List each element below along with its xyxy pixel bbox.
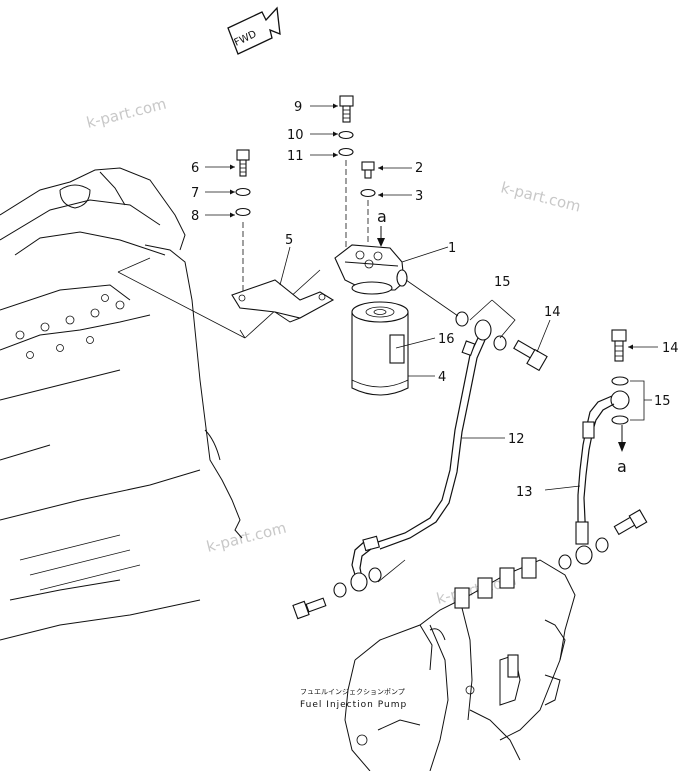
watermark-3: k-part.com: [205, 519, 289, 556]
watermarks: k-part.com k-part.com k-part.com k-part.…: [85, 95, 583, 608]
washer-part-7: [235, 187, 251, 197]
banjo-bolt-pump-inlet: [292, 597, 327, 620]
banjo-bolt-part-14-right: [611, 329, 627, 362]
washer-part-3: [360, 188, 376, 198]
washer-pump-return-2: [595, 537, 609, 553]
mounting-plane: [117, 257, 321, 339]
callout-11: 11: [287, 149, 304, 164]
callout-3: 3: [415, 189, 423, 204]
label-sticker-part-16: [389, 334, 405, 364]
filter-cartridge-part-4: [351, 301, 409, 396]
callout-9: 9: [294, 100, 302, 115]
fuel-hose-part-13: [575, 390, 630, 545]
pump-label-jp: フュエルインジェクションポンプ: [300, 688, 405, 696]
plug-part-2: [361, 161, 375, 179]
callout-15-right: 15: [654, 394, 671, 409]
callout-13: 13: [516, 485, 533, 500]
callout-7: 7: [191, 186, 199, 201]
washer-part-8: [235, 207, 251, 217]
washer-outlet-2: [493, 335, 507, 351]
pump-label-en: Fuel Injection Pump: [300, 700, 407, 710]
engine-block: [0, 167, 243, 641]
watermark-2: k-part.com: [499, 178, 583, 215]
callout-15-center: 15: [494, 275, 511, 290]
banjo-bolt-pump-return: [613, 509, 648, 536]
callout-8: 8: [191, 209, 199, 224]
washer-part-15-lower: [611, 415, 629, 425]
eye-joint-12-bottom: [350, 572, 368, 592]
fwd-arrow-icon: FWD: [227, 6, 281, 55]
callout-14-right: 14: [662, 341, 679, 356]
callout-10: 10: [287, 128, 304, 143]
washer-part-15-upper: [611, 376, 629, 386]
callout-5: 5: [285, 233, 293, 248]
callout-1: 1: [448, 241, 456, 256]
callout-6: 6: [191, 161, 199, 176]
eye-joint-12-top: [474, 319, 492, 341]
callout-12: 12: [508, 432, 525, 447]
leader-lines: [205, 103, 658, 491]
callout-14-center: 14: [544, 305, 561, 320]
ref-letter-right: a: [617, 457, 627, 476]
ref-arrow-head: [377, 226, 385, 247]
bolt-part-9: [339, 95, 354, 123]
ref-letter-head: a: [377, 207, 387, 226]
washer-pump-return-1: [558, 554, 572, 570]
ref-arrow-right: [618, 425, 626, 452]
eye-joint-13-bottom: [575, 545, 593, 565]
filter-head-part-1: [334, 244, 408, 295]
outlet-axis: [405, 279, 459, 317]
bracket-part-5: [231, 279, 335, 323]
washer-outlet-1: [455, 311, 469, 327]
fuel-injection-pump: [344, 557, 576, 772]
bolt-part-6: [236, 149, 250, 177]
callout-2: 2: [415, 161, 423, 176]
washer-part-11: [338, 147, 354, 157]
washer-pump-inlet-2: [368, 567, 382, 583]
callout-4: 4: [438, 370, 446, 385]
callouts: 1 2 3 4 5 6 7 8 9 10 11 12 13 14 14 15 1…: [191, 100, 679, 500]
fuel-hose-part-12: [351, 337, 486, 579]
banjo-bolt-part-14: [513, 339, 548, 372]
callout-16: 16: [438, 332, 455, 347]
washer-part-10: [338, 130, 354, 140]
watermark-1: k-part.com: [85, 95, 169, 132]
engine-bolt-heads: [15, 294, 125, 359]
pump-inlet-axis: [377, 559, 406, 583]
washer-pump-inlet-1: [333, 582, 347, 598]
